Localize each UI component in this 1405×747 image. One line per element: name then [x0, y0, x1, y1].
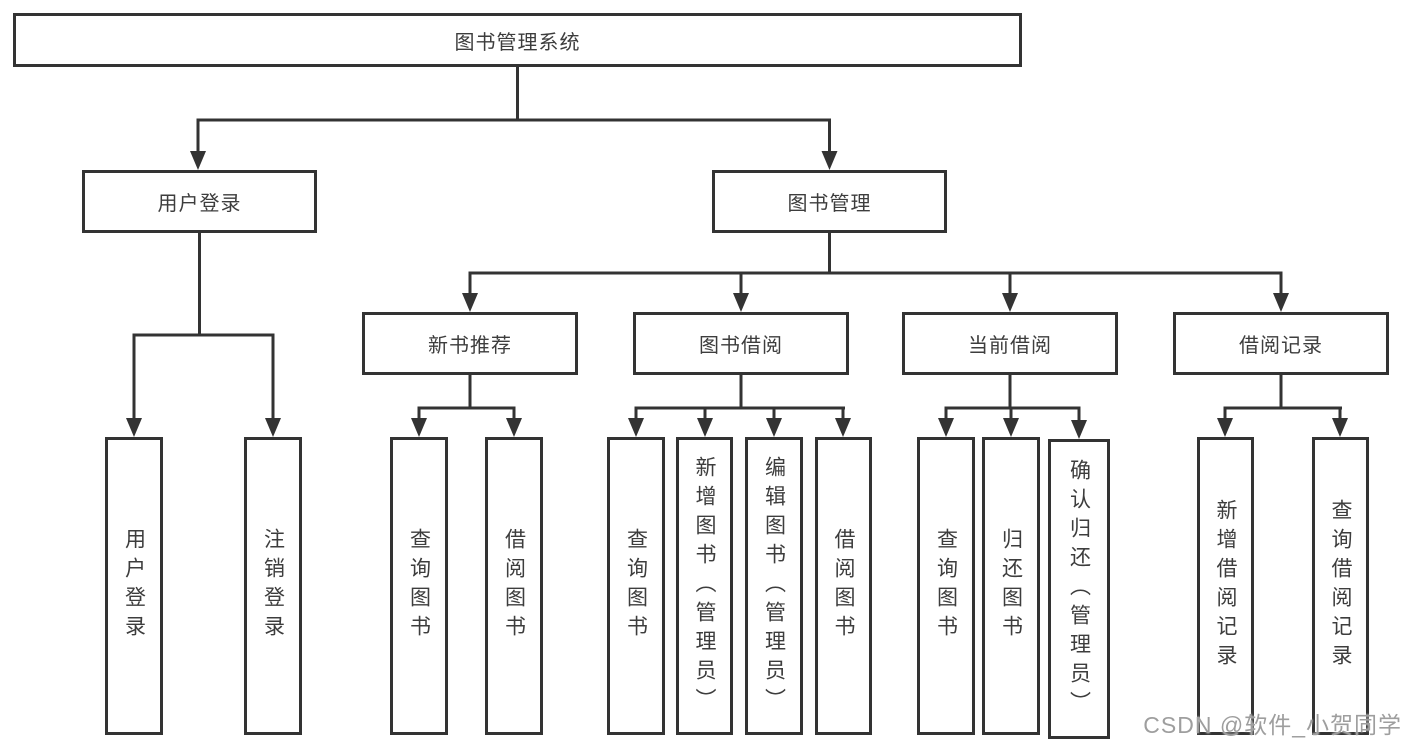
connector-newbookrec-to-leaves: [411, 375, 522, 437]
node-borrowing-records-label: 借阅记录: [1239, 335, 1323, 357]
node-book-borrowing: 图书借阅: [633, 312, 849, 375]
node-book-management-label: 图书管理: [787, 193, 872, 215]
node-user-login-label: 用户登录: [157, 193, 242, 215]
node-leaf-borrow-books-borrowing: 借阅图书: [815, 437, 872, 735]
node-leaf-add-borrow-record: 新增借阅记录: [1197, 437, 1254, 735]
csdn-watermark: CSDN @软件_小贺同学: [1143, 712, 1402, 738]
node-new-book-recommend: 新书推荐: [362, 312, 578, 375]
node-current-borrowing: 当前借阅: [902, 312, 1118, 375]
node-root-label: 图书管理系统: [454, 31, 581, 54]
node-leaf-return-books: 归还图书: [982, 437, 1040, 735]
connector-currentborrowing-to-leaves: [938, 375, 1087, 439]
node-leaf-query-borrow-record: 查询借阅记录: [1312, 437, 1369, 735]
node-borrowing-records: 借阅记录: [1173, 312, 1389, 375]
node-leaf-query-books-borrowing: 查询图书: [607, 437, 665, 735]
node-current-borrowing-label: 当前借阅: [968, 335, 1052, 357]
node-leaf-user-login-label: 用户登录: [122, 528, 146, 644]
connector-root-to-level2: [190, 67, 838, 170]
connector-borrowrecords-to-leaves: [1217, 375, 1348, 437]
node-leaf-edit-book-admin-label: 编辑图书（管理员）: [762, 455, 786, 717]
node-new-book-recommend-label: 新书推荐: [428, 335, 512, 357]
node-leaf-add-borrow-record-label: 新增借阅记录: [1214, 499, 1237, 673]
connector-bookborrowing-to-leaves: [628, 375, 851, 437]
node-leaf-add-book-admin-label: 新增图书（管理员）: [693, 455, 716, 717]
node-leaf-borrow-books-recommend: 借阅图书: [485, 437, 543, 735]
node-leaf-query-books-recommend-label: 查询图书: [407, 528, 431, 644]
node-leaf-logout: 注销登录: [244, 437, 302, 735]
node-leaf-query-books-borrowing-label: 查询图书: [624, 528, 648, 644]
node-leaf-query-borrow-record-label: 查询借阅记录: [1329, 499, 1352, 673]
node-leaf-query-books-current: 查询图书: [917, 437, 975, 735]
node-leaf-borrow-books-recommend-label: 借阅图书: [502, 528, 526, 644]
node-leaf-query-books-recommend: 查询图书: [390, 437, 448, 735]
node-leaf-logout-label: 注销登录: [261, 528, 285, 644]
node-leaf-query-books-current-label: 查询图书: [934, 528, 958, 644]
node-book-management: 图书管理: [712, 170, 947, 233]
node-leaf-return-books-label: 归还图书: [999, 528, 1023, 644]
node-leaf-user-login: 用户登录: [105, 437, 163, 735]
node-book-borrowing-label: 图书借阅: [699, 335, 783, 357]
node-leaf-edit-book-admin: 编辑图书（管理员）: [745, 437, 803, 735]
node-leaf-add-book-admin: 新增图书（管理员）: [676, 437, 733, 735]
node-leaf-borrow-books-borrowing-label: 借阅图书: [832, 528, 855, 644]
node-user-login: 用户登录: [82, 170, 317, 233]
connector-userlogin-to-leaves: [126, 233, 281, 437]
connector-bookmgmt-to-level3: [462, 233, 1289, 312]
node-root: 图书管理系统: [13, 13, 1022, 67]
node-leaf-confirm-return-admin: 确认归还（管理员）: [1048, 439, 1110, 739]
node-leaf-confirm-return-admin-label: 确认归还（管理员）: [1067, 458, 1091, 720]
